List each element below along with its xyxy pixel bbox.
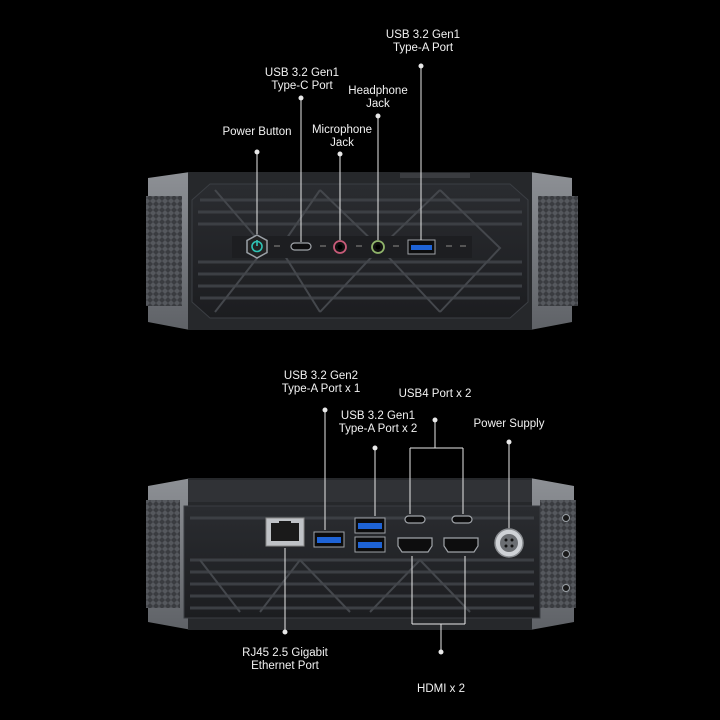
usb4-port-icon — [404, 515, 473, 524]
callout-usba-front: USB 3.2 Gen1 Type-A Port — [385, 29, 461, 54]
callout-usb4: USB4 Port x 2 — [398, 388, 472, 400]
front-device — [146, 172, 578, 330]
usbc-port-icon — [290, 242, 312, 251]
power-supply-port-icon — [494, 528, 524, 558]
callout-usbc-front: USB 3.2 Gen1 Type-C Port — [264, 67, 340, 92]
front-leaders — [254, 63, 424, 242]
rear-device — [146, 478, 576, 630]
callout-rj45: RJ45 2.5 Gigabit Ethernet Port — [242, 647, 328, 672]
rj45-port-icon — [265, 517, 305, 547]
callout-mic-jack: Microphone Jack — [311, 124, 373, 149]
callout-power-supply: Power Supply — [473, 418, 545, 430]
hdmi-port-icon — [397, 537, 479, 553]
callout-usba-gen2: USB 3.2 Gen2 Type-A Port x 1 — [281, 370, 361, 395]
rear-leaders — [282, 407, 512, 655]
callout-hdmi: HDMI x 2 — [417, 683, 465, 695]
microphone-jack-icon — [333, 240, 347, 254]
headphone-jack-icon — [371, 240, 385, 254]
callout-usba-gen1-rear: USB 3.2 Gen1 Type-A Port x 2 — [338, 410, 418, 435]
callout-headphone-jack: Headphone Jack — [348, 85, 408, 110]
power-button-icon — [246, 234, 268, 259]
usba-gen1-rear-port-icon — [354, 517, 386, 553]
usba-port-icon — [407, 239, 436, 255]
callout-power-button: Power Button — [222, 126, 292, 138]
usba-gen2-port-icon — [313, 531, 345, 548]
